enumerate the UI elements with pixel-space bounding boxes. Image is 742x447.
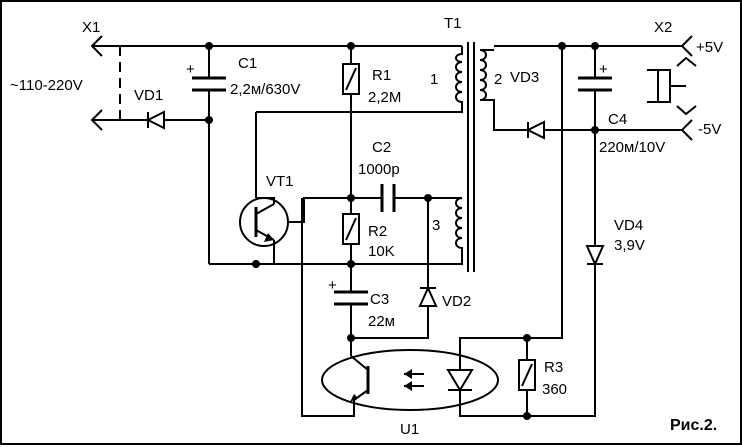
vd1-label: VD1	[134, 87, 163, 104]
vt1-transistor	[239, 112, 351, 268]
c2-capacitor	[347, 184, 432, 212]
x2-minus-terminal	[680, 119, 693, 141]
vd4-value: 3,9V	[614, 237, 645, 254]
c3-value: 22м	[368, 313, 395, 330]
x1-label: X1	[82, 19, 100, 36]
c1-label: C1	[238, 55, 257, 72]
node	[205, 116, 213, 124]
x1-top-terminal	[90, 35, 103, 57]
mains-label: ~110-220V	[10, 77, 83, 94]
node	[205, 42, 213, 50]
vd3-diode	[525, 120, 545, 140]
x2-contacts	[676, 56, 697, 116]
x2-connector	[647, 69, 686, 103]
r1-label: R1	[372, 67, 391, 84]
c4-label: C4	[608, 111, 627, 128]
svg-text:+: +	[328, 277, 337, 294]
winding-1-label: 1	[430, 71, 438, 88]
winding-2	[479, 49, 510, 131]
r2-value: 10K	[368, 243, 395, 260]
u1-optocoupler	[301, 198, 527, 417]
figure-caption: Рис.2.	[670, 417, 717, 434]
vd1-diode	[145, 110, 165, 130]
r2-label: R2	[368, 223, 387, 240]
labels: X1 ~110-220V VD1 C1 2,2м/630V R1 2,2M T1…	[10, 15, 723, 438]
c2-label: C2	[372, 139, 391, 156]
vd2-label: VD2	[442, 293, 471, 310]
winding-3	[209, 197, 463, 265]
vd4-label: VD4	[614, 217, 643, 234]
x2-label: X2	[654, 19, 672, 36]
r3-resistor	[518, 46, 563, 420]
c1-plus: +	[186, 61, 195, 78]
vd3-label: VD3	[510, 69, 539, 86]
transformer-t1	[209, 42, 510, 272]
u1-label: U1	[400, 421, 419, 438]
c2-value: 1000p	[358, 161, 400, 178]
r2-resistor	[342, 198, 360, 292]
winding-2-label: 2	[494, 71, 502, 88]
r1-value: 2,2M	[368, 89, 401, 106]
vd2-diode	[351, 198, 438, 339]
plus5-label: +5V	[696, 39, 723, 56]
x2-plus-terminal	[680, 35, 693, 57]
c3-capacitor: +	[328, 277, 368, 356]
vt1-label: VT1	[266, 173, 294, 190]
output-section: +	[494, 35, 697, 417]
r3-value: 360	[542, 381, 567, 398]
r1-resistor	[342, 42, 360, 198]
input-section: +	[90, 35, 462, 264]
c3-label: C3	[370, 291, 389, 308]
r3-label: R3	[544, 359, 563, 376]
minus5-label: -5V	[698, 121, 721, 138]
vd4-wire	[527, 130, 596, 417]
svg-text:+: +	[599, 61, 608, 78]
t1-label: T1	[444, 15, 462, 32]
winding-1	[256, 46, 463, 113]
winding-3-label: 3	[432, 217, 440, 234]
vd4-diode	[585, 245, 605, 267]
c4-value: 220м/10V	[599, 139, 665, 156]
c1-value: 2,2м/630V	[230, 81, 300, 98]
